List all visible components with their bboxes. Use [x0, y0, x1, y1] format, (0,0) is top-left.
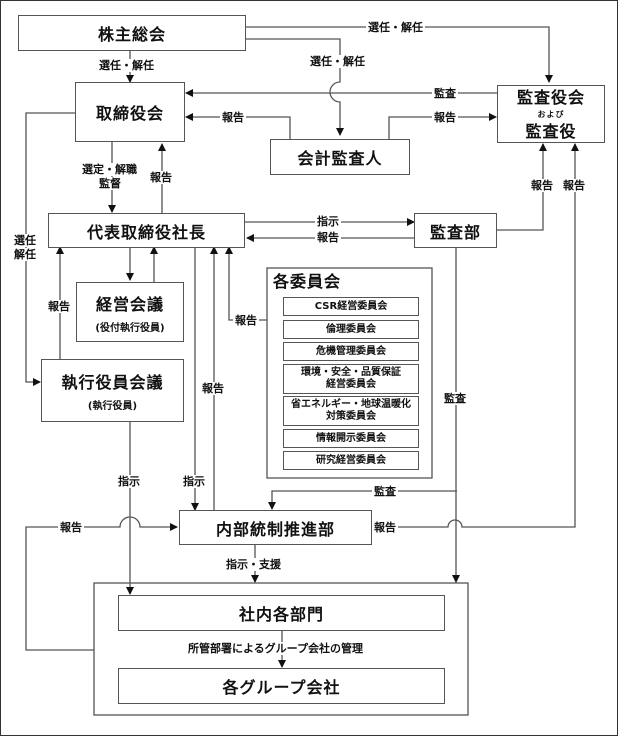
- committee-energy-line2: 対策委員会: [326, 411, 376, 422]
- committee-energy: 省エネルギー・地球温暖化 対策委員会: [283, 396, 419, 426]
- audit-board-label: 監査役会: [516, 87, 585, 107]
- label-accounting-report-board: 報告: [220, 111, 246, 124]
- label-instruct-support: 指示・支援: [224, 558, 283, 571]
- management-meeting-box: 経営会議 (役付執行役員): [76, 282, 184, 342]
- label-president-instruct: 指示: [181, 475, 207, 488]
- executive-officers-meeting-box: 執行役員会議 (執行役員): [41, 359, 184, 422]
- committees-container: [266, 267, 433, 479]
- committee-energy-line1: 省エネルギー・地球温暖化: [291, 399, 411, 410]
- management-meeting-label: 経営会議: [95, 294, 164, 314]
- accounting-auditor-box: 会計監査人: [270, 139, 410, 175]
- committee-ethics: 倫理委員会: [283, 320, 419, 339]
- committee-environment-line1: 環境・安全・品質保証: [301, 367, 401, 378]
- shareholders-meeting-label: 株主総会: [97, 25, 166, 44]
- label-appoint-dismiss-auditors: 選任・解任: [366, 21, 425, 34]
- audit-department-label: 監査部: [429, 222, 481, 242]
- committee-environment-line2: 経営委員会: [326, 379, 376, 390]
- committee-environment: 環境・安全・品質保証 経営委員会: [283, 364, 419, 394]
- internal-divisions-box: 社内各部門: [118, 595, 445, 631]
- auditors-label: 監査役: [525, 121, 577, 141]
- label-exec-report-president: 報告: [46, 300, 72, 313]
- president-label: 代表取締役社長: [86, 222, 206, 242]
- executive-officers-meeting-label: 執行役員会議: [61, 373, 164, 392]
- committee-csr: CSR経営委員会: [283, 297, 419, 316]
- label-internal-report-president: 報告: [200, 382, 226, 395]
- label-auditdept-audit: 監査: [442, 392, 468, 405]
- shareholders-meeting-box: 株主総会: [18, 15, 246, 51]
- label-audit-internal: 監査: [372, 485, 398, 498]
- committee-risk: 危機管理委員会: [283, 342, 419, 361]
- audit-department-box: 監査部: [414, 213, 497, 248]
- label-appoint-dismiss-accounting: 選任・解任: [308, 55, 367, 68]
- edge-shareholders-auditors: [245, 26, 553, 83]
- edge-shareholders-accounting: [245, 38, 344, 136]
- label-instruct-auditdept: 指示: [315, 215, 341, 228]
- committee-risk-label: 危機管理委員会: [316, 345, 386, 357]
- edge-accounting-auditors: [388, 113, 497, 139]
- divisions-container: [93, 582, 469, 716]
- board-of-directors-box: 取締役会: [75, 82, 185, 142]
- committee-ethics-label: 倫理委員会: [326, 323, 376, 335]
- edge-auditdept-internal: [268, 490, 457, 510]
- label-internal-report: 報告: [372, 521, 398, 534]
- label-select-dismiss: 選定・解職: [80, 163, 139, 176]
- edge-board-exec: [25, 112, 75, 386]
- audit-board-box: 監査役会 および 監査役: [497, 85, 605, 143]
- committee-disclosure-label: 情報開示委員会: [316, 432, 386, 444]
- label-auditdept-report: 報告: [315, 231, 341, 244]
- internal-control-dept-label: 内部統制推進部: [215, 519, 335, 539]
- committees-title: 各委員会: [273, 272, 342, 291]
- label-internal-report-auditors: 報告: [561, 179, 587, 192]
- label-accounting-report-auditors: 報告: [432, 111, 458, 124]
- management-meeting-members: (役付執行役員): [95, 322, 165, 334]
- label-supervise: 監督: [97, 177, 123, 190]
- accounting-auditor-label: 会計監査人: [297, 149, 383, 168]
- label-group-management: 所管部署によるグループ会社の管理: [186, 642, 366, 655]
- label-exec-instruct: 指示: [116, 475, 142, 488]
- executive-officers-meeting-members: (執行役員): [87, 401, 138, 412]
- internal-divisions-label: 社内各部門: [238, 605, 324, 624]
- internal-control-dept-box: 内部統制推進部: [179, 510, 372, 545]
- label-dismiss-exec: 解任: [12, 248, 38, 261]
- committee-disclosure: 情報開示委員会: [283, 429, 419, 448]
- label-audit-board: 監査: [432, 87, 458, 100]
- label-president-report-board: 報告: [148, 171, 174, 184]
- edge-divisions-internal: [25, 516, 178, 651]
- edge-auditdept-auditors: [496, 143, 547, 231]
- edge-committees-president: [225, 246, 267, 321]
- group-companies-box: 各グループ会社: [118, 668, 445, 704]
- committee-research-label: 研究経営委員会: [316, 454, 386, 466]
- committee-csr-label: CSR経営委員会: [314, 300, 388, 312]
- label-appoint-exec: 選任: [12, 234, 38, 247]
- audit-board-connector: および: [537, 109, 565, 119]
- committee-research: 研究経営委員会: [283, 451, 419, 470]
- label-auditdept-report-auditors: 報告: [529, 179, 555, 192]
- group-companies-label: 各グループ会社: [222, 678, 341, 697]
- president-box: 代表取締役社長: [48, 213, 245, 248]
- label-committee-report: 報告: [233, 314, 259, 327]
- board-of-directors-label: 取締役会: [95, 104, 164, 123]
- label-appoint-dismiss-board: 選任・解任: [97, 59, 156, 72]
- label-divisions-report: 報告: [58, 521, 84, 534]
